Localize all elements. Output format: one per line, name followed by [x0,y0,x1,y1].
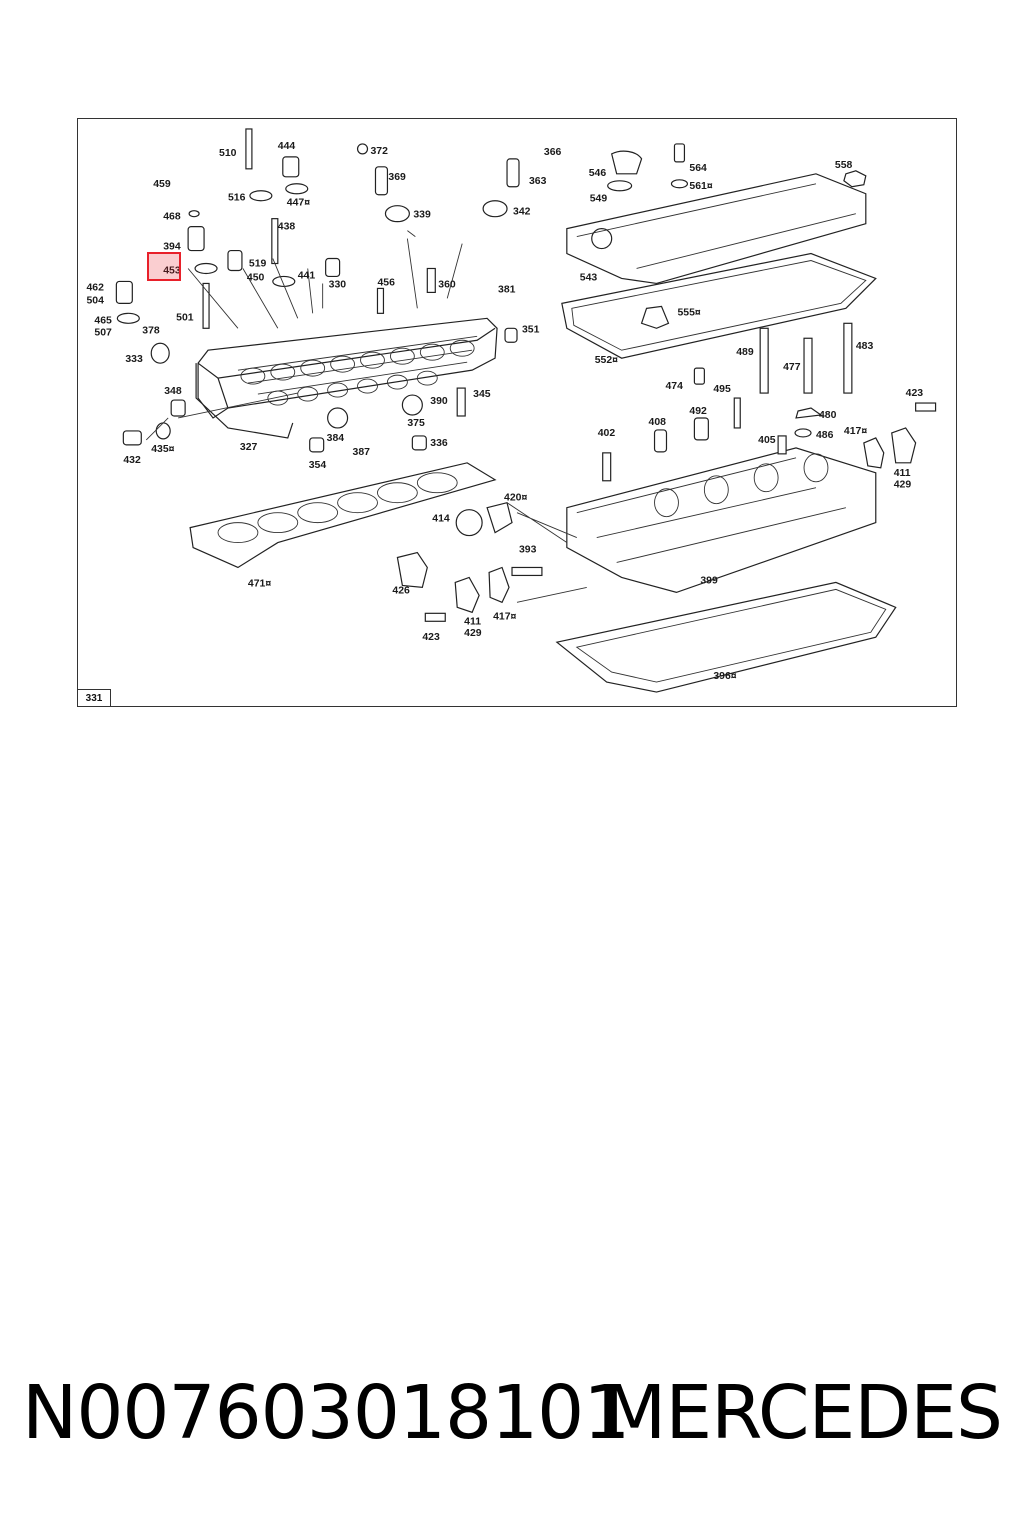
part-labels: 510 444 372 366 546 564 558 459 369 363 … [86,141,923,682]
label-405: 405 [758,435,776,446]
oil-pan-gasket-drawing [555,581,897,693]
highlighted-part-marker [147,252,181,281]
label-423b: 423 [422,632,440,643]
label-411b: 411 [464,616,481,627]
label-447: 447¤ [287,198,310,209]
label-372: 372 [370,146,388,157]
label-438: 438 [278,222,296,233]
leader-lines [145,230,587,603]
label-345: 345 [473,389,491,400]
label-387: 387 [353,447,371,458]
label-411a: 411 [894,468,911,479]
label-420: 420¤ [504,493,527,504]
camshaft-housing-drawing [566,447,877,594]
label-468: 468 [163,212,181,223]
small-parts-drawing [115,128,937,622]
label-333: 333 [125,354,143,365]
part-info-footer: N007603018101 MERCEDES [0,1370,1024,1480]
label-369: 369 [388,172,406,183]
label-366: 366 [544,147,562,158]
parts-diagram: 510 444 372 366 546 564 558 459 369 363 … [77,118,957,707]
label-348: 348 [164,386,182,397]
label-444: 444 [278,141,296,152]
label-396: 396¤ [713,671,736,682]
label-486: 486 [816,430,834,441]
label-363: 363 [529,176,547,187]
label-393: 393 [519,545,537,556]
label-495: 495 [713,384,731,395]
label-543: 543 [580,272,598,283]
label-558: 558 [835,160,853,171]
label-360: 360 [438,279,456,290]
cylinder-head-drawing [195,317,498,439]
label-399: 399 [700,575,718,586]
part-number-text: N007603018101 [22,1370,630,1456]
label-426: 426 [392,585,410,596]
label-381: 381 [498,284,516,295]
label-351: 351 [522,324,540,335]
label-477: 477 [783,362,801,373]
valve-cover-gasket-drawing [561,252,877,359]
label-456: 456 [377,277,395,288]
label-354: 354 [309,460,327,471]
label-339: 339 [413,210,431,221]
diagram-reference-badge: 331 [78,689,111,706]
label-465: 465 [94,315,112,326]
label-489: 489 [736,347,754,358]
label-561: 561¤ [689,181,712,192]
label-555: 555¤ [677,307,700,318]
label-552: 552¤ [595,355,618,366]
label-429a: 429 [894,480,912,491]
label-342: 342 [513,207,531,218]
label-459: 459 [153,179,171,190]
label-330: 330 [329,279,347,290]
label-435: 435¤ [151,444,174,455]
label-507: 507 [94,327,112,338]
label-519: 519 [249,258,267,269]
label-483: 483 [856,341,874,352]
label-480: 480 [819,410,837,421]
label-336: 336 [430,438,448,449]
label-423a: 423 [906,388,924,399]
label-402: 402 [598,428,616,439]
label-327: 327 [240,442,258,453]
label-504: 504 [86,295,104,306]
label-375: 375 [407,418,425,429]
label-432: 432 [123,455,141,466]
label-441: 441 [298,270,316,281]
brand-text: MERCEDES [602,1370,1003,1456]
label-417b: 417¤ [493,611,516,622]
head-gasket-drawing [189,462,497,569]
label-471: 471¤ [248,578,271,589]
label-453: 453 [163,265,181,276]
label-516: 516 [228,193,246,204]
label-390: 390 [430,396,448,407]
label-414: 414 [432,514,450,525]
label-492: 492 [689,406,707,417]
label-564: 564 [689,163,707,174]
label-474: 474 [665,381,683,392]
label-510: 510 [219,148,237,159]
label-546: 546 [589,168,607,179]
label-378: 378 [142,325,160,336]
label-501: 501 [176,312,194,323]
label-384: 384 [327,433,345,444]
label-394: 394 [163,242,181,253]
label-408: 408 [649,417,667,428]
label-462: 462 [86,282,104,293]
label-450: 450 [247,272,265,283]
exploded-view-drawing: 510 444 372 366 546 564 558 459 369 363 … [86,128,937,693]
label-429b: 429 [464,628,482,639]
valve-cover-drawing [566,173,867,285]
label-417a: 417¤ [844,426,867,437]
label-549: 549 [590,194,608,205]
